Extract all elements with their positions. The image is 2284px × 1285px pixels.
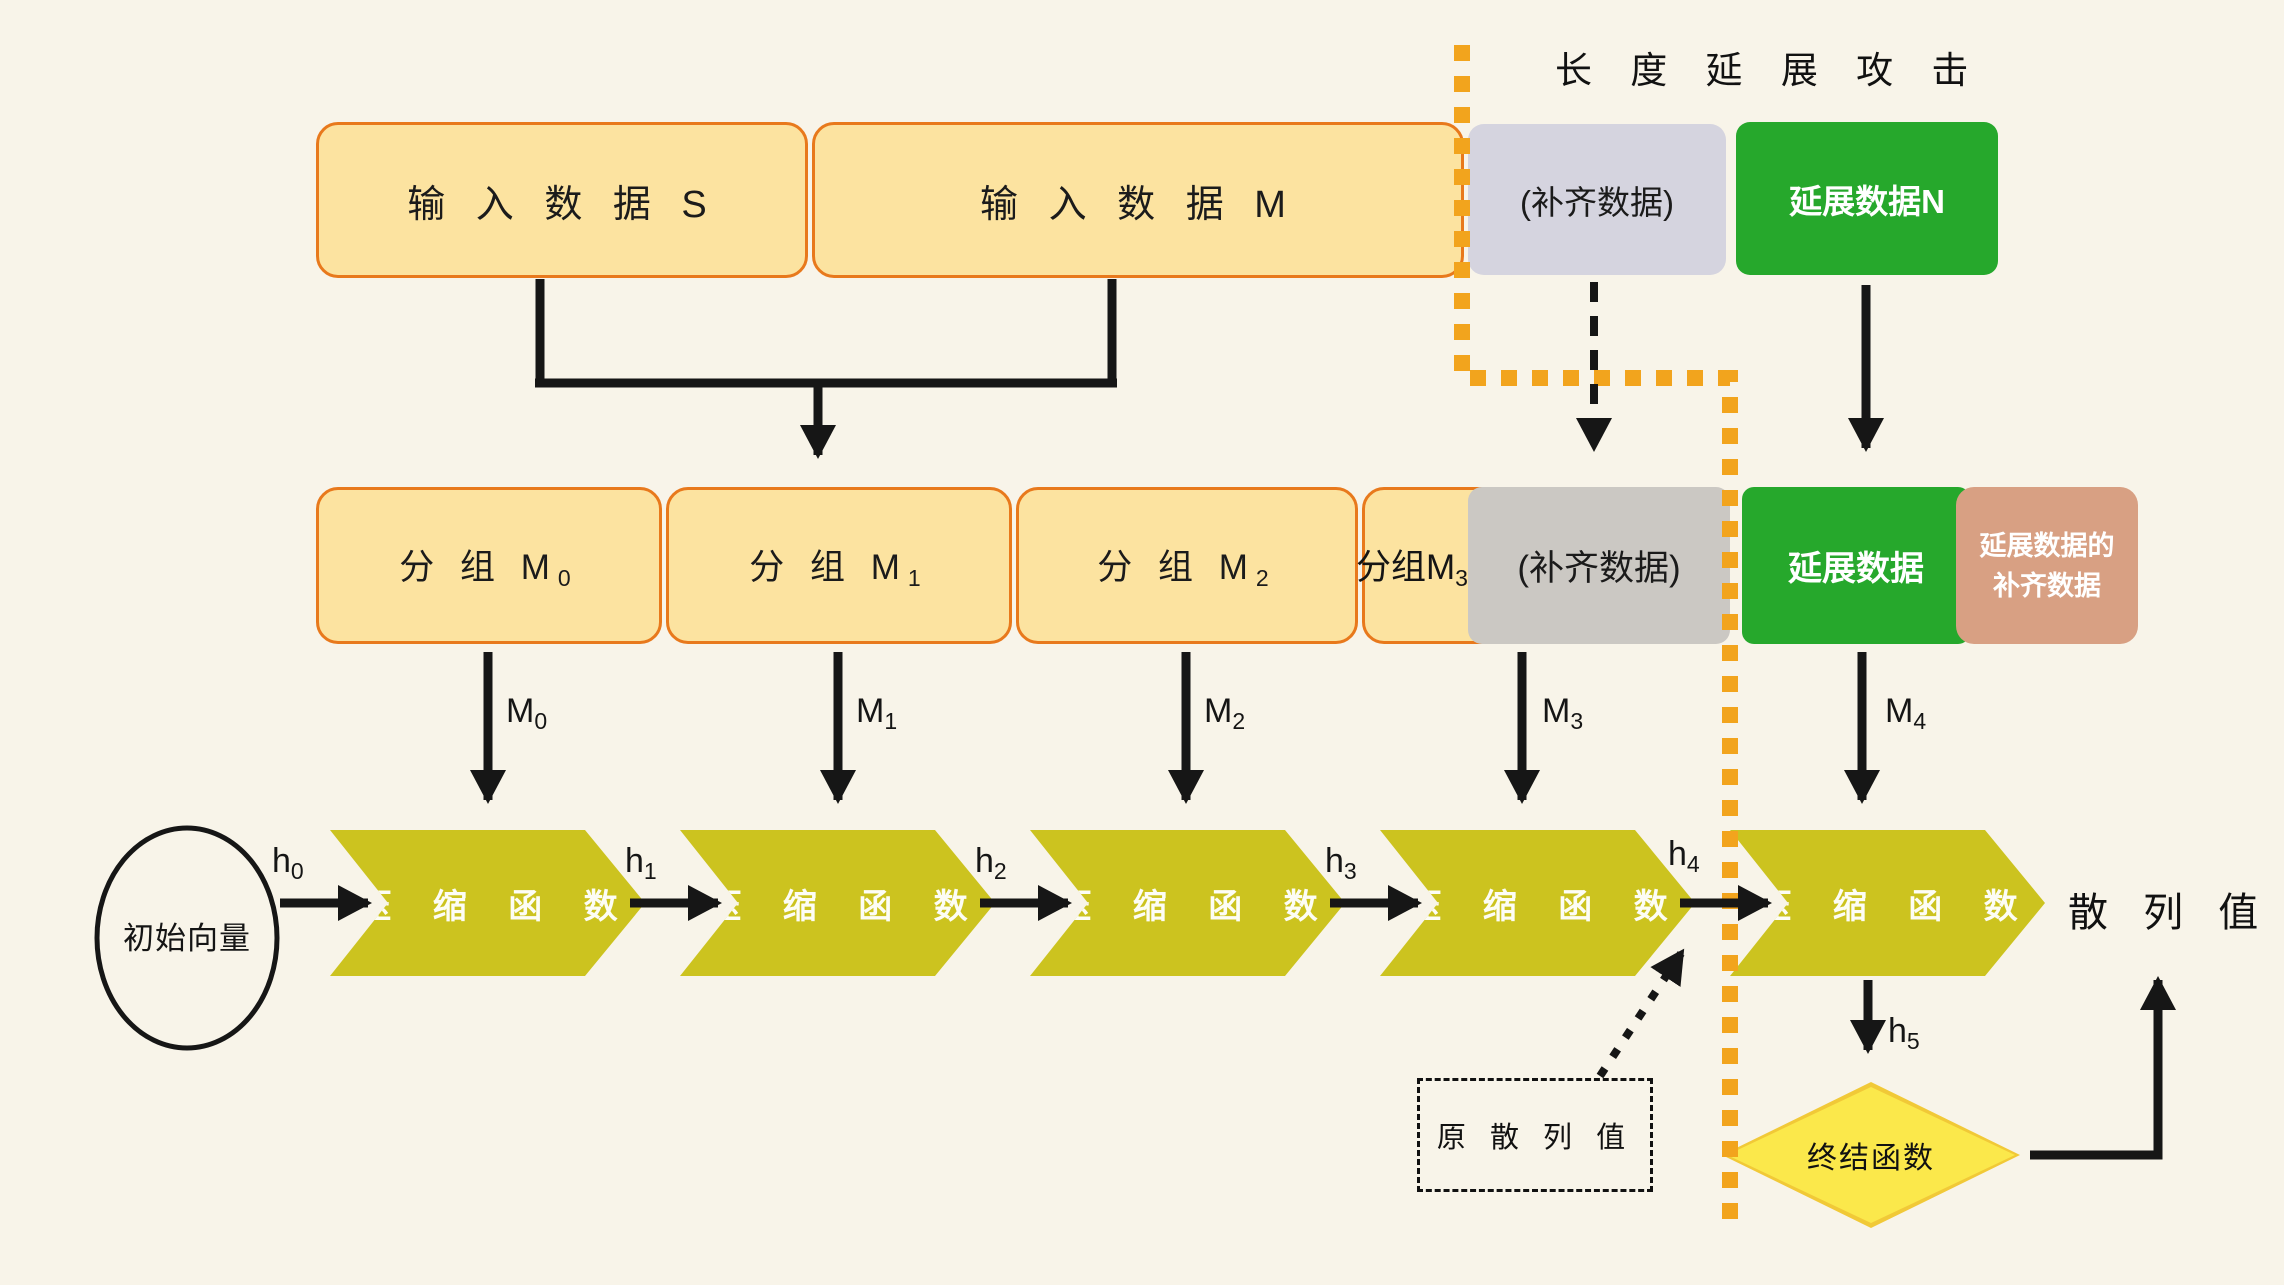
padding-data-top-label: (补齐数据) [1520, 183, 1674, 221]
m3-label: M3 [1542, 692, 1584, 734]
original-hash-box: 原 散 列 值 [1417, 1078, 1653, 1192]
group-m2-box: 分 组 M2 [1016, 487, 1358, 644]
compression-function-4-label: 压 缩 函 数 [1407, 887, 1684, 926]
h3-label: h3 [1325, 842, 1357, 884]
input-data-s-box: 输 入 数 据 S [316, 122, 808, 278]
compression-function-1: 压 缩 函 数 [330, 830, 645, 976]
group-m3-label: 分组M3 [1356, 548, 1468, 591]
finalization-function-diamond: 终结函数 [1722, 1082, 2020, 1228]
compression-function-4: 压 缩 函 数 [1380, 830, 1695, 976]
compression-function-3: 压 缩 函 数 [1030, 830, 1345, 976]
h0-label: h0 [272, 842, 304, 884]
extension-data-n-label: 延展数据N [1789, 182, 1945, 220]
extension-padding-label: 延展数据的 补齐数据 [1979, 530, 2115, 601]
compression-function-2: 压 缩 函 数 [680, 830, 995, 976]
input-data-m-label: 输 入 数 据 M [980, 183, 1296, 226]
input-data-s-label: 输 入 数 据 S [407, 183, 717, 226]
compression-function-2-label: 压 缩 函 数 [707, 887, 984, 926]
final-output-arrow [2030, 976, 2176, 1160]
h2-label: h2 [975, 842, 1007, 884]
group-m1-label: 分 组 M1 [749, 548, 929, 591]
padding-data-mid-label: (补齐数据) [1517, 549, 1681, 588]
compression-function-5: 压 缩 函 数 [1730, 830, 2045, 976]
compression-function-3-label: 压 缩 函 数 [1057, 887, 1334, 926]
padding-data-top-box: (补齐数据) [1468, 124, 1726, 275]
input-data-m-box: 输 入 数 据 M [812, 122, 1464, 278]
compression-function-5-label: 压 缩 函 数 [1757, 887, 2034, 926]
h5-label: h5 [1888, 1012, 1920, 1054]
h1-label: h1 [625, 842, 657, 884]
group-m0-label: 分 组 M0 [399, 548, 579, 591]
h4-label: h4 [1668, 835, 1700, 877]
extension-padding-box: 延展数据的 补齐数据 [1956, 487, 2138, 644]
m0-label: M0 [506, 692, 548, 734]
original-hash-label: 原 散 列 值 [1436, 1122, 1634, 1154]
group-m1-box: 分 组 M1 [666, 487, 1012, 644]
extension-data-label: 延展数据 [1788, 550, 1924, 588]
padding-data-mid-box: (补齐数据) [1468, 487, 1730, 644]
finalization-function-label: 终结函数 [1807, 1142, 1935, 1175]
extension-data-box: 延展数据 [1742, 487, 1970, 644]
length-extension-attack-title: 长 度 延 展 攻 击 [1555, 50, 1983, 91]
group-m2-label: 分 组 M2 [1097, 548, 1277, 591]
m4-label: M4 [1885, 692, 1927, 734]
extension-data-n-box: 延展数据N [1736, 122, 1998, 275]
compression-function-1-label: 压 缩 函 数 [357, 887, 634, 926]
initial-vector-label: 初始向量 [123, 921, 251, 956]
group-m0-box: 分 组 M0 [316, 487, 662, 644]
hash-value-label: 散 列 值 [2068, 891, 2271, 935]
m2-label: M2 [1204, 692, 1246, 734]
m1-label: M1 [856, 692, 898, 734]
